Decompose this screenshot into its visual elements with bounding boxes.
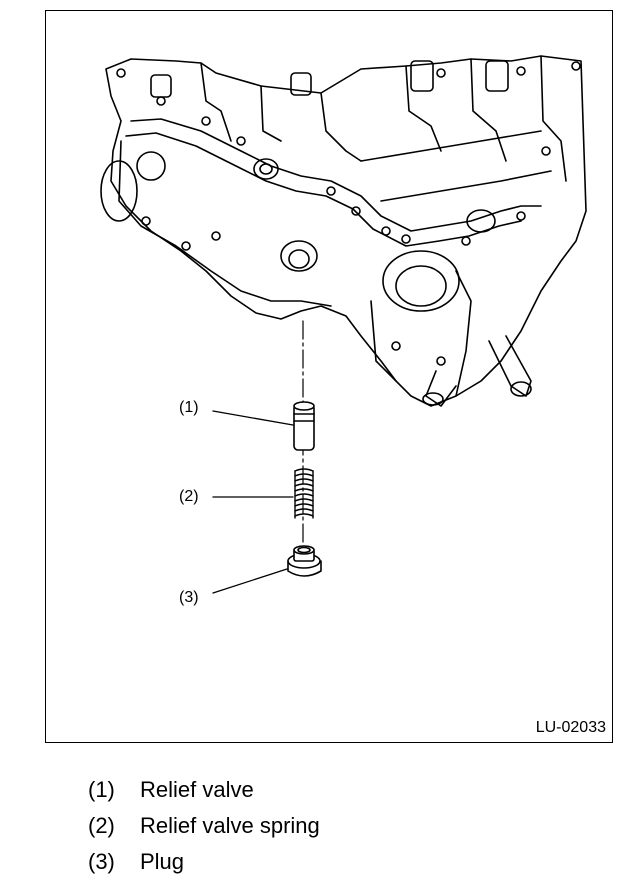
- plug-drawing: [287, 545, 322, 577]
- engine-block-exploded-view: [100, 55, 587, 594]
- legend-number: (2): [88, 813, 115, 838]
- legend-label: Plug: [140, 849, 185, 874]
- legend-item: (3) Plug: [88, 844, 320, 880]
- relief-valve-spring-drawing: [294, 468, 314, 519]
- callout-2: (2): [179, 488, 199, 505]
- leader-line-3: [212, 568, 288, 594]
- diagram-frame: (1) (2) (3) LU-02033: [45, 10, 613, 743]
- legend-number: (1): [88, 777, 115, 802]
- relief-valve-drawing: [293, 401, 315, 451]
- figure-id: LU-02033: [535, 719, 606, 736]
- leader-line-1: [212, 410, 294, 426]
- legend-number: (3): [88, 849, 115, 874]
- legend-item: (2) Relief valve spring: [88, 808, 320, 844]
- legend-label: Relief valve spring: [140, 813, 320, 838]
- legend-item: (1) Relief valve: [88, 772, 320, 808]
- engine-block-drawing: [100, 55, 587, 407]
- callout-3: (3): [179, 589, 199, 606]
- callout-1: (1): [179, 399, 199, 416]
- parts-legend: (1) Relief valve (2) Relief valve spring…: [88, 772, 320, 880]
- legend-label: Relief valve: [140, 777, 254, 802]
